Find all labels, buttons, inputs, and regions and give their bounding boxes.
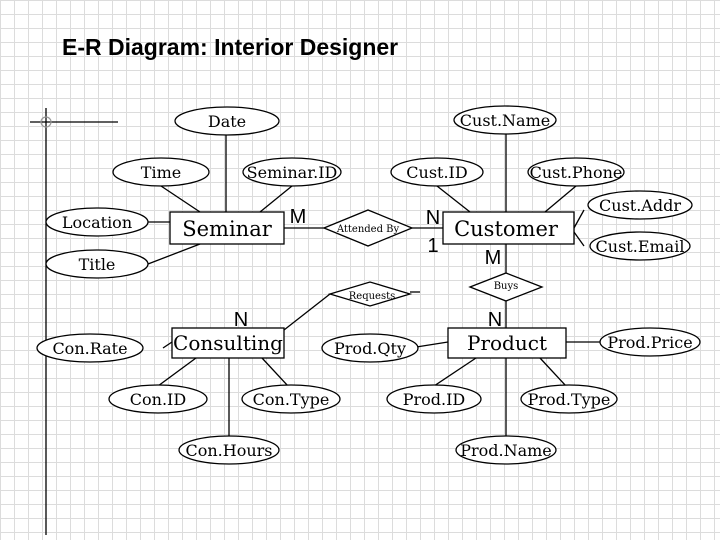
- attribute-con-type: Con.Type: [241, 384, 341, 414]
- relationship-requests: Requests: [327, 281, 413, 307]
- attribute-prod-price: Prod.Price: [599, 327, 701, 357]
- attribute-cust-email: Cust.Email: [589, 231, 691, 261]
- attribute-label: Prod.Name: [460, 441, 552, 460]
- entity-product: Product: [447, 327, 567, 359]
- attribute-con-rate: Con.Rate: [36, 333, 144, 363]
- cardinality-customer-n: N: [426, 207, 440, 229]
- relationship-label: Attended By: [336, 224, 400, 235]
- attribute-label: Cust.Name: [460, 111, 550, 130]
- attribute-label: Con.Rate: [52, 339, 127, 358]
- attribute-cust-name: Cust.Name: [453, 105, 557, 135]
- attribute-con-id: Con.ID: [108, 384, 208, 414]
- attribute-label: Con.Hours: [185, 441, 272, 460]
- attribute-label: Cust.Email: [596, 237, 685, 256]
- diagram-title: E-R Diagram: Interior Designer: [62, 34, 399, 60]
- attribute-title: Title: [45, 249, 149, 279]
- attribute-label: Prod.Type: [528, 390, 611, 409]
- attribute-prod-qty: Prod.Qty: [321, 333, 419, 363]
- attribute-cust-addr: Cust.Addr: [587, 190, 693, 220]
- cardinality-customer-1: 1: [427, 235, 438, 257]
- attribute-label: Prod.ID: [403, 390, 466, 409]
- cardinality-customer-m: M: [485, 247, 502, 269]
- attribute-label: Cust.Phone: [530, 163, 623, 182]
- attribute-date: Date: [174, 106, 280, 136]
- attribute-location: Location: [45, 207, 149, 237]
- attribute-label: Con.ID: [130, 390, 186, 409]
- attribute-label: Cust.ID: [406, 163, 467, 182]
- attribute-prod-type: Prod.Type: [520, 384, 618, 414]
- attribute-label: Time: [141, 163, 181, 182]
- attribute-prod-id: Prod.ID: [386, 384, 482, 414]
- attribute-label: Seminar.ID: [247, 163, 338, 182]
- attribute-prod-name: Prod.Name: [455, 435, 557, 465]
- attribute-label: Cust.Addr: [599, 196, 681, 215]
- crosshair-decoration: [30, 108, 118, 535]
- attribute-seminar-id: Seminar.ID: [242, 157, 342, 187]
- attribute-cust-id: Cust.ID: [390, 157, 484, 187]
- relationship-buys: Buys: [468, 272, 544, 302]
- relationship-label: Requests: [349, 291, 396, 302]
- attribute-label: Prod.Price: [607, 333, 692, 352]
- attribute-label: Prod.Qty: [334, 339, 406, 358]
- connector-lines: [147, 134, 604, 436]
- entity-seminar: Seminar: [169, 211, 285, 245]
- entity-label: Customer: [454, 217, 559, 241]
- attribute-label: Con.Type: [253, 390, 330, 409]
- attribute-label: Title: [79, 255, 116, 274]
- attribute-label: Location: [62, 213, 132, 232]
- relationship-label: Buys: [494, 281, 519, 292]
- attribute-cust-phone: Cust.Phone: [527, 157, 625, 187]
- entity-customer: Customer: [442, 211, 575, 245]
- entity-label: Product: [467, 331, 547, 355]
- entity-consulting: Consulting: [171, 327, 285, 359]
- attribute-time: Time: [112, 157, 210, 187]
- cardinality-product-n: N: [488, 309, 502, 331]
- entity-label: Consulting: [173, 331, 283, 355]
- relationship-attended-by: Attended By: [322, 209, 414, 247]
- entity-label: Seminar: [182, 217, 272, 241]
- cardinality-seminar-m: M: [290, 206, 307, 228]
- attribute-con-hours: Con.Hours: [178, 435, 280, 465]
- cardinality-consulting-n: N: [234, 309, 248, 331]
- attribute-label: Date: [208, 112, 246, 131]
